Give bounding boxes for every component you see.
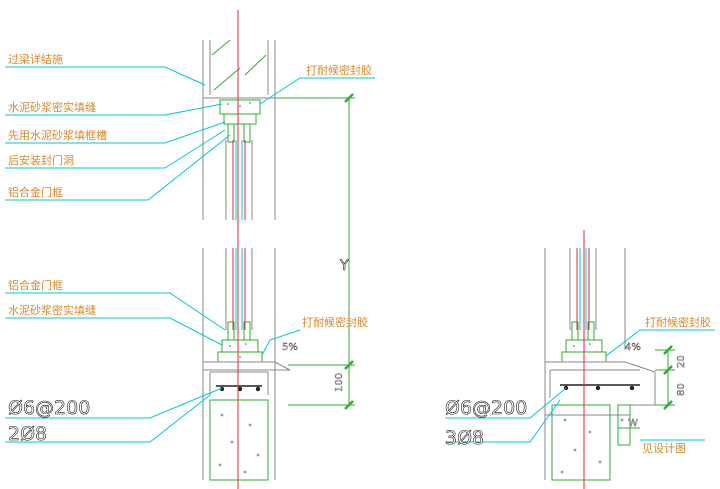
rebar-main-right: 3Ø8	[445, 427, 484, 449]
label-alu-frame-bottom: 铝合金门框	[8, 278, 63, 292]
label-sealant-bottom: 打耐候密封胶	[302, 315, 368, 329]
label-install-window: 后安装封门洞	[8, 153, 74, 167]
label-alu-frame-top: 铝合金门框	[8, 185, 63, 199]
left-leaders	[5, 66, 375, 443]
label-sealant-right: 打耐候密封胶	[645, 315, 711, 329]
rebar-spacing-left: Ø6@200	[8, 397, 90, 419]
width-w-label: W	[628, 418, 638, 429]
label-pre-mortar-frame: 先用水泥砂浆填框槽	[8, 128, 107, 142]
dimension-100-label: 100	[334, 373, 345, 392]
right-dimension: 20 80 W	[618, 345, 687, 429]
label-mortar-fill-bottom: 水泥砂浆密实填缝	[8, 303, 96, 317]
rebar-spacing-right: Ø6@200	[445, 397, 527, 419]
left-lower-section	[202, 248, 291, 481]
dimension-80-label: 80	[676, 383, 687, 396]
label-see-design: 见设计图	[642, 442, 686, 455]
right-section	[544, 248, 656, 481]
slope-5-label: 5%	[282, 342, 298, 353]
right-leaders	[445, 329, 715, 443]
left-upper-section	[202, 39, 276, 220]
slope-4-label: 4%	[625, 342, 641, 353]
label-sealant-top: 打耐候密封胶	[306, 63, 372, 77]
dimension-y-label: Y	[339, 258, 349, 274]
label-beam-structure: 过梁详结施	[8, 52, 63, 66]
label-mortar-fill-top: 水泥砂浆密实填缝	[8, 100, 96, 114]
left-dimension: Y 100	[275, 93, 355, 410]
dimension-20-label: 20	[676, 355, 687, 368]
rebar-main-left: 2Ø8	[8, 423, 47, 445]
